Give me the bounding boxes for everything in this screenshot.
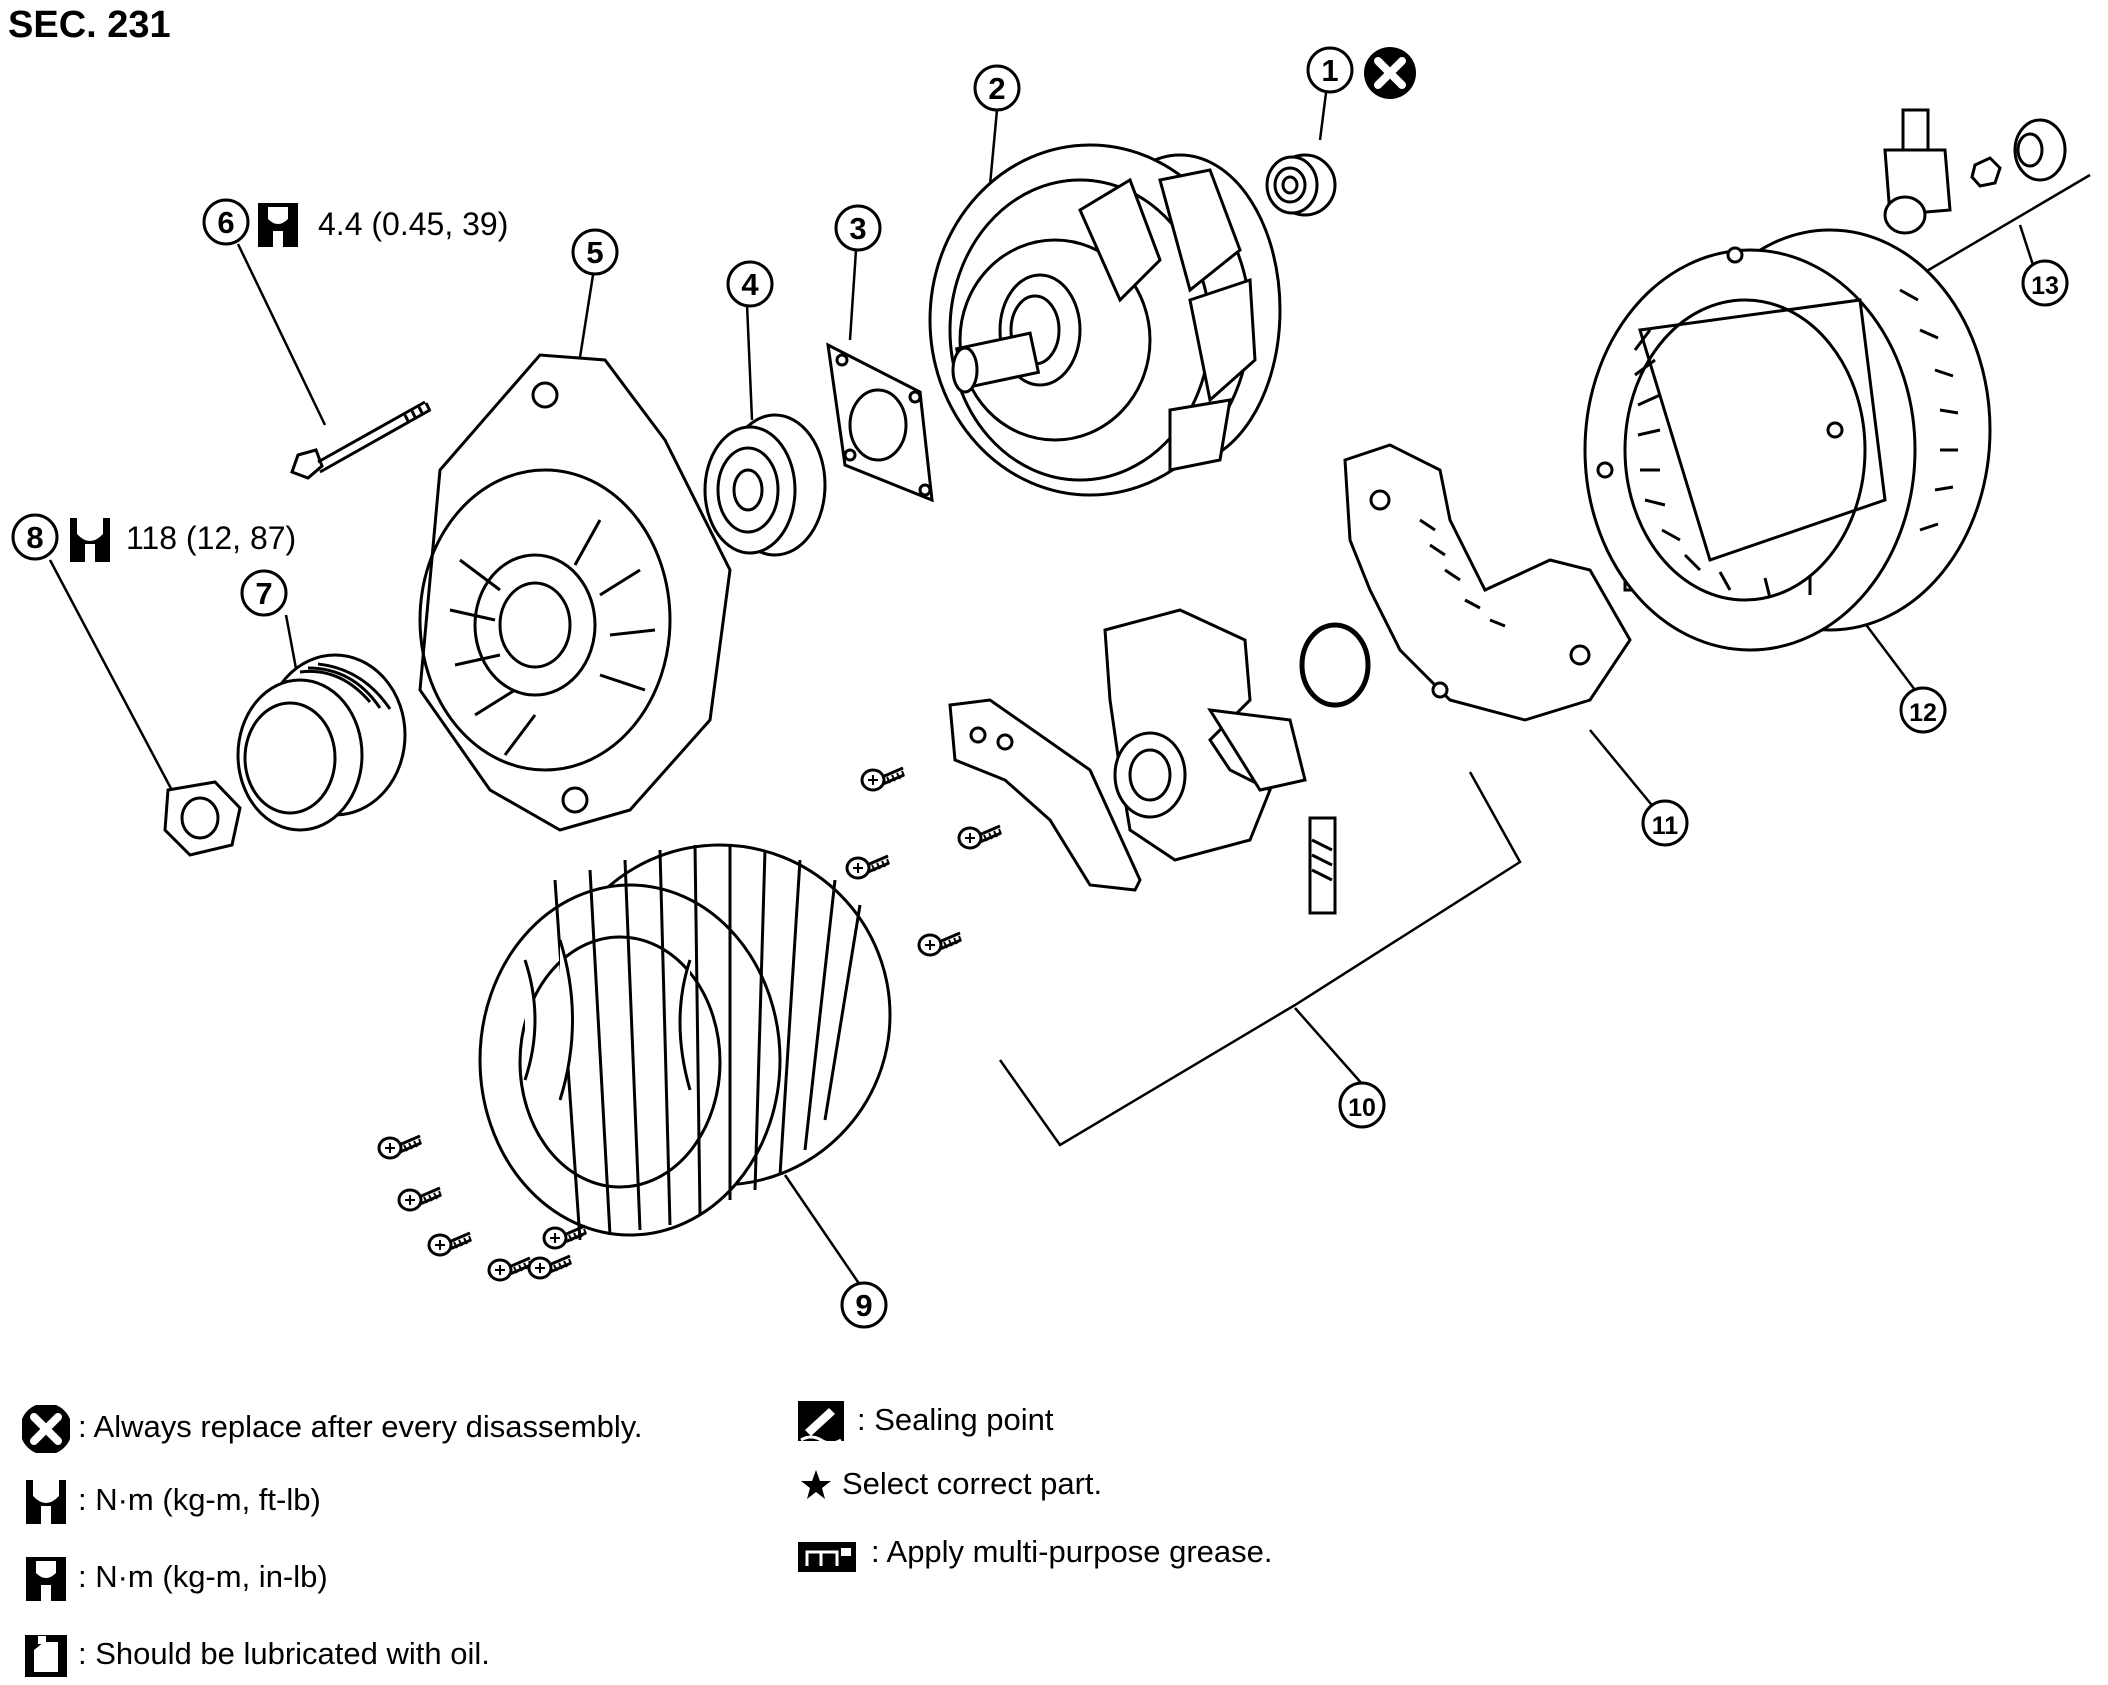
callout-label-5: 5 (586, 235, 603, 270)
callout-8: 8 (11, 513, 59, 561)
part-10-regulator (948, 608, 1371, 915)
replace-icon-part-1 (1364, 47, 1416, 99)
callout-label-1: 1 (1321, 53, 1338, 88)
legend-torque-inlb-text: : N·m (kg-m, in-lb) (78, 1559, 328, 1594)
part-2-rotor (928, 143, 1282, 497)
callout-4: 4 (726, 260, 774, 308)
torque-wrench-ftlb-icon (26, 1480, 66, 1524)
part-4-bearing (703, 413, 827, 557)
callout-3: 3 (834, 204, 882, 252)
torque-spec-nut-8: 118 (12, 87) (126, 520, 297, 556)
part-6-bolt (290, 400, 432, 480)
callout-13: 13 (2021, 259, 2069, 307)
legend-torque-ftlb-text: : N·m (kg-m, ft-lb) (78, 1482, 321, 1517)
legend-sealing-text: : Sealing point (857, 1402, 1054, 1437)
callout-1: 1 (1306, 46, 1354, 94)
legend-torque-inlb: : N·m (kg-m, in-lb) (22, 1555, 422, 1605)
callout-label-13: 13 (2031, 272, 2059, 300)
callout-10: 10 (1338, 1081, 1386, 1129)
part-3-plate (826, 342, 934, 503)
callout-label-10: 10 (1348, 1094, 1376, 1122)
part-8-nut (163, 780, 242, 857)
callout-label-7: 7 (255, 576, 272, 611)
legend-oil-text: : Should be lubricated with oil. (78, 1636, 490, 1671)
legend-replace: : Always replace after every disassembly… (22, 1405, 742, 1455)
callout-label-9: 9 (855, 1288, 872, 1323)
legend-select-part: Select correct part. (800, 1462, 1200, 1512)
callout-11: 11 (1641, 799, 1689, 847)
torque-wrench-inlb-icon (26, 1557, 66, 1601)
legend-select-part-text: Select correct part. (842, 1466, 1103, 1501)
legend-sealing: : Sealing point (795, 1398, 1195, 1448)
part-9-stator (478, 843, 892, 1241)
callout-label-11: 11 (1652, 812, 1679, 840)
callout-label-12: 12 (1909, 699, 1937, 727)
legend-torque-ftlb: : N·m (kg-m, ft-lb) (22, 1478, 422, 1528)
callout-label-4: 4 (741, 267, 759, 302)
part-11-rectifier (1343, 443, 1637, 722)
part-10-screws (845, 766, 1003, 957)
replace-icon (22, 1405, 70, 1453)
part-5-front-housing (418, 353, 732, 832)
legend-grease: : Apply multi-purpose grease. (795, 1530, 1315, 1580)
legend-oil: : Should be lubricated with oil. (22, 1632, 622, 1682)
star-icon (801, 1470, 831, 1499)
section-title: SEC. 231 (8, 4, 171, 46)
oil-can-icon (25, 1635, 67, 1677)
part-12-rear-housing (1583, 228, 1992, 652)
legend-grease-text: : Apply multi-purpose grease. (871, 1534, 1273, 1569)
callout-5: 5 (571, 228, 619, 276)
callout-9: 9 (840, 1281, 888, 1329)
callout-label-6: 6 (217, 205, 234, 240)
callout-label-8: 8 (26, 520, 43, 555)
callout-label-2: 2 (988, 71, 1005, 106)
torque-wrench-ftlb-icon-part-8 (70, 518, 110, 562)
sealing-point-icon (798, 1401, 844, 1445)
callout-2: 2 (973, 64, 1021, 112)
grease-icon (798, 1542, 856, 1572)
callout-label-3: 3 (849, 211, 866, 246)
part-7-pulley (236, 653, 407, 832)
legend-replace-text: : Always replace after every disassembly… (78, 1409, 643, 1444)
callout-6: 6 (202, 198, 250, 246)
torque-spec-bolt-6: 4.4 (0.45, 39) (318, 206, 509, 242)
callout-12: 12 (1899, 686, 1947, 734)
part-1-seal (1265, 153, 1337, 217)
callout-7: 7 (240, 569, 288, 617)
torque-wrench-inlb-icon-part-6 (258, 203, 298, 247)
part-13-terminal (1883, 108, 2067, 235)
